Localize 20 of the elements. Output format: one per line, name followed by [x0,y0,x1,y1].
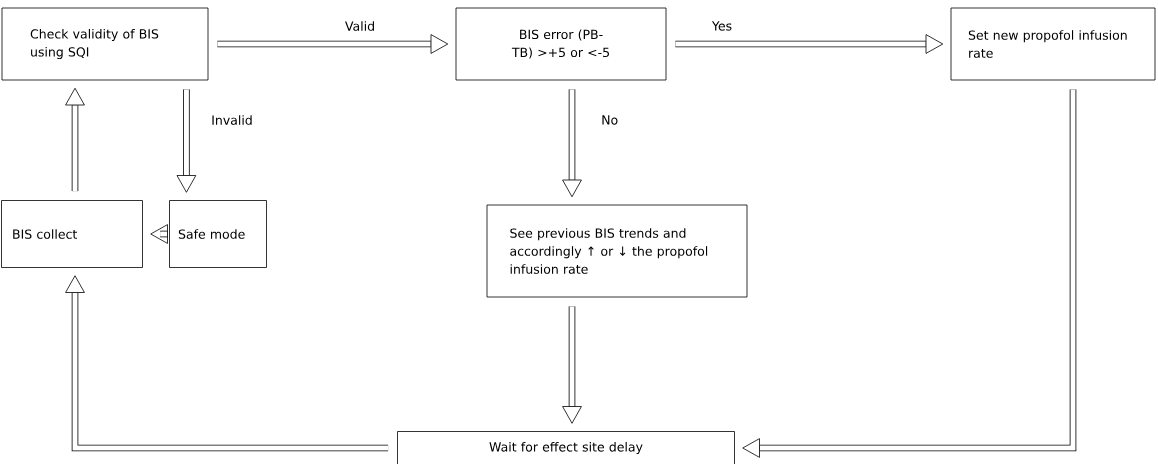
block-arrow [65,87,85,192]
process-box: BIS error (PB-TB) >+5 or <-5 [455,7,667,81]
edge-label: No [600,114,620,126]
block-arrow [675,34,944,54]
block-arrow [562,306,582,424]
edge-label: Yes [710,20,734,32]
edge-label: Valid [343,20,377,32]
process-box: Safe mode [169,200,267,268]
process-box: Check validity of BIS using SQI [1,7,209,81]
block-arrow [742,89,1077,458]
block-arrow [562,89,582,198]
process-box: See previous BIS trends and accordingly ↑ or ↓ the propofol infusion rate [486,204,748,298]
process-box: BIS collect [1,200,143,268]
edge-label: Invalid [210,114,254,126]
block-arrow [65,275,389,452]
block-arrow [150,224,168,244]
block-arrow [176,89,197,193]
block-arrow [217,34,449,54]
process-box: Set new propofol infusion rate [950,7,1156,81]
process-box: Wait for effect site delay [397,431,735,464]
